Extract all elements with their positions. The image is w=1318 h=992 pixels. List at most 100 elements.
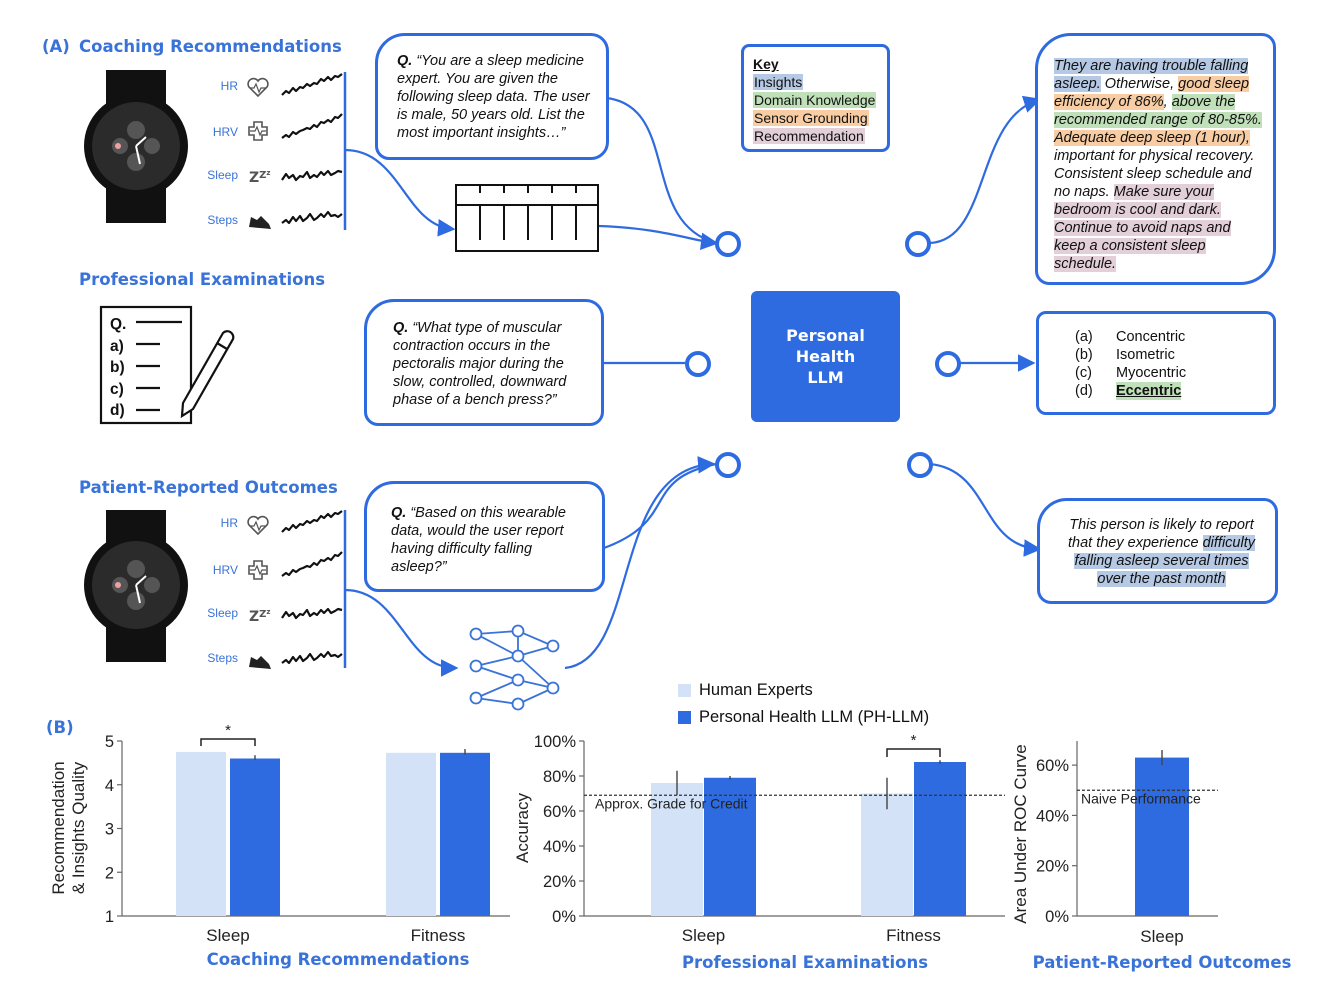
legend-label: Personal Health LLM (PH-LLM) [699,708,930,726]
x-tick-label: Fitness [886,926,941,945]
signal-label-sleep: Sleep [207,168,238,182]
y-tick-label: 60% [1036,757,1069,775]
question-text: “You are a sleep medicine expert. You ar… [397,53,590,141]
significance-star: * [911,732,917,749]
hrv-icon [248,560,268,580]
question-prefix: Q. [397,53,413,69]
chart-title: Professional Examinations [682,953,928,972]
panel-a-graphics: ZZz ZZz [84,70,1042,711]
question-bubble-coaching: Q. “You are a sleep medicine expert. You… [375,33,609,160]
y-tick-label: 4 [105,777,114,795]
bar-human [176,751,226,916]
legend-swatch [678,684,691,697]
input-node [685,351,711,377]
bar-phllm [914,762,966,916]
panel-a-label: (A) [42,37,70,56]
legend-item-human: Human Experts [678,677,929,704]
exam-answers-box: (a)Concentric (b) Isometric (c)Myocentric… [1036,311,1276,415]
answer-option: (b) Isometric [1075,346,1273,364]
key-item-sensor: Sensor Grounding [753,110,869,126]
table-icon [455,184,599,252]
signal-label-steps: Steps [207,213,238,227]
bar-phllm [704,777,756,916]
response-text: This person is likely to report that the… [1067,517,1254,551]
question-text: “What type of muscular contraction occur… [393,320,567,408]
signal-label-sleep: Sleep [207,606,238,620]
significance-star: * [225,722,231,739]
exam-sheet-option: b) [110,359,125,376]
y-tick-label: 80% [543,768,576,786]
answer-text: Isometric [1116,347,1175,363]
key-item-domain: Domain Knowledge [753,92,877,108]
y-tick-label: 60% [543,803,576,821]
significance-bracket [200,738,256,746]
question-text: “Based on this wearable data, would the … [391,505,566,575]
question-prefix: Q. [391,505,407,521]
y-tick-label: 2 [105,864,114,882]
signal-squiggles [281,510,343,665]
legend-label: Human Experts [699,681,813,699]
y-tick-label: 0% [1045,908,1069,926]
smartwatch-icon [84,510,188,662]
question-prefix: Q. [393,320,409,336]
key-item-recommendation: Recommendation [753,128,865,144]
exam-sheet-text: Q. a) b) c) d) [110,314,126,422]
signal-label-hr: HR [220,79,238,93]
center-label: Personal Health LLM [786,326,865,387]
smartwatch-icon [84,70,188,223]
y-tick-label: 40% [1036,807,1069,825]
y-tick-label: 1 [105,908,114,926]
y-tick-label: 20% [543,873,576,891]
exam-sheet-q: Q. [110,316,127,333]
key-legend: Key Insights Domain Knowledge Sensor Gro… [741,44,890,152]
signal-label-hrv: HRV [212,563,238,577]
bar-human [861,793,913,916]
hrv-icon [248,121,268,141]
reference-line-label: Approx. Grade for Credit [595,795,748,811]
x-tick-label: Sleep [1140,927,1183,946]
exam-sheet-option: a) [110,337,124,355]
response-text: Otherwise, [1100,76,1179,92]
neural-network-icon [469,624,560,711]
exam-sheet-icon [99,305,235,425]
answer-option-correct: (d)Eccentric [1075,382,1273,400]
answer-option: (a)Concentric [1075,328,1273,346]
question-bubble-exam: Q. “What type of muscular contraction oc… [364,299,604,426]
y-tick-label: 5 [105,733,114,751]
response-text: , [1163,94,1172,110]
coaching-response-bubble: They are having trouble falling asleep. … [1035,33,1276,285]
answer-letter: (b) [1075,347,1093,363]
answer-option: (c)Myocentric [1075,364,1273,382]
shoe-icon [249,216,271,229]
key-title: Key [753,56,779,72]
y-tick-label: 100% [534,733,577,751]
sleep-icon: ZZz [249,608,271,625]
chart-title: Coaching Recommendations [207,950,470,969]
personal-health-llm-box: Personal Health LLM [751,291,900,422]
bar-phllm [440,752,490,916]
section-title-exams: Professional Examinations [79,270,326,289]
response-text: important for physical recovery. Consist… [1054,148,1255,200]
y-axis-label: Accuracy [513,793,532,863]
sleep-icon: ZZz [249,169,271,186]
x-tick-label: Sleep [682,926,725,945]
y-tick-label: 3 [105,821,114,839]
answer-text: Eccentric [1116,382,1182,400]
panel-b-label: (B) [46,718,74,737]
answer-letter: (a) [1075,329,1093,345]
section-title-coaching: Coaching Recommendations [79,37,342,56]
x-tick-label: Sleep [206,926,249,945]
output-node [935,351,961,377]
y-tick-label: 20% [1036,858,1069,876]
question-bubble-pro: Q. “Based on this wearable data, would t… [364,481,605,592]
legend-item-phllm: Personal Health LLM (PH-LLM) [678,704,929,731]
x-tick-label: Fitness [411,926,466,945]
reference-line-label: Naive Performance [1081,790,1201,806]
heart-rate-icon [247,77,269,98]
bar-human [386,752,436,916]
y-tick-label: 0% [552,908,576,926]
y-tick-label: 40% [543,838,576,856]
section-title-pro: Patient-Reported Outcomes [79,478,338,497]
chart-title: Patient-Reported Outcomes [1033,953,1292,972]
